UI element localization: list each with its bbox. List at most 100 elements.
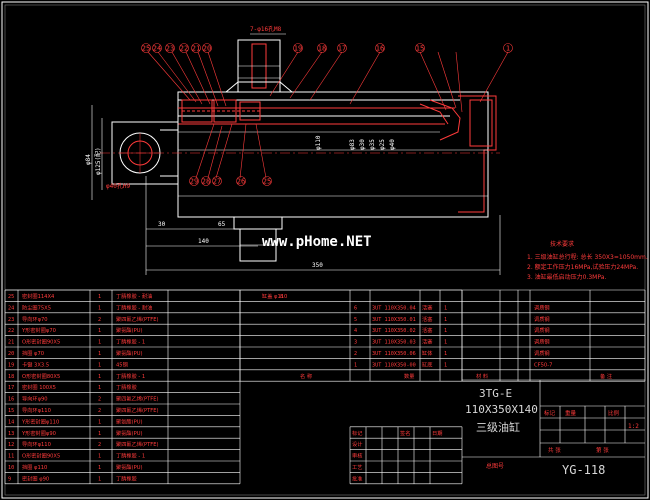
- part-name: 3UT 110X350.03: [372, 340, 416, 346]
- part-qty: 1: [98, 305, 101, 311]
- part-qty: 2: [98, 397, 101, 403]
- part-no: 2: [354, 351, 357, 357]
- drawing-code: YG-118: [562, 463, 605, 477]
- note-2: 2. 额定工作压力16MPa,试验压力24MPa.: [527, 263, 638, 271]
- part-name: 活塞: [422, 303, 432, 311]
- title-texts: 3TG-E 110X350X140 三级油缸 重量 比例 标记 1:2 共 张 …: [465, 387, 639, 477]
- part-no: 17: [8, 385, 14, 391]
- dim-65: 65: [218, 221, 226, 228]
- part-qty: 1: [98, 385, 101, 391]
- part-qty: 1: [98, 328, 101, 334]
- part-material: 丁腈橡胶 - 耐油: [116, 292, 152, 300]
- part-name: O形密封圈90X5: [22, 452, 60, 460]
- callout-23: 23: [166, 45, 174, 53]
- callout-18: 18: [318, 45, 326, 53]
- part-no: 10: [8, 465, 14, 471]
- part-qty: 2: [98, 408, 101, 414]
- leader-lines: [147, 51, 509, 179]
- dim-top: 7-φ16孔M8: [250, 25, 282, 33]
- note-1: 1. 三级油缸总行程: 总长 350X3=1050mm.: [527, 253, 648, 261]
- part-name: 活塞: [422, 315, 432, 323]
- part-no: 18: [8, 374, 14, 380]
- header-qty: 数量: [404, 372, 414, 380]
- callout-15: 15: [416, 45, 424, 53]
- bottom-callouts: 29 28 27 26 25: [189, 176, 272, 186]
- bottom-stub: [233, 216, 283, 230]
- callout-b-26: 26: [237, 178, 245, 186]
- part-qty: 1: [98, 362, 101, 368]
- header-remark: 备 注: [600, 372, 612, 380]
- callout-25: 25: [142, 45, 150, 53]
- part-material: 聚氨酯(PU): [116, 463, 143, 471]
- dim-140: 140: [198, 238, 209, 245]
- part-name: O形密封圈80X5: [22, 372, 60, 380]
- header-signature: 签名: [400, 429, 410, 437]
- dim-350: 350: [312, 262, 323, 269]
- part-qty: 1: [98, 476, 101, 482]
- part-name: 密封圈114X4: [22, 292, 55, 300]
- part-material: 调质钢: [534, 349, 550, 357]
- callout-22: 22: [180, 45, 188, 53]
- part-name: 缸盖 φ110: [262, 292, 287, 300]
- part-no: 24: [8, 305, 14, 311]
- part-no: 21: [8, 340, 14, 346]
- part-name: 3UT 110X350.02: [372, 328, 416, 334]
- part-name: Y形密封圈φ90: [21, 429, 56, 437]
- header-name: 名 称: [300, 372, 312, 380]
- part-material: 聚氨酯(PU): [116, 429, 143, 437]
- part-material: 调质钢: [534, 315, 550, 323]
- part-name: 密封圈 φ90: [22, 474, 49, 482]
- part-qty: 1: [98, 374, 101, 380]
- callout-b-29: 29: [190, 178, 198, 186]
- part-name: 3UT 110X350.01: [372, 317, 416, 323]
- callout-19: 19: [294, 45, 302, 53]
- part-name: 挡圈 φ70: [22, 349, 44, 357]
- part-no: 23: [8, 317, 14, 323]
- part-no: 25: [8, 294, 14, 300]
- header-process: 工艺: [352, 464, 362, 471]
- part-material: 丁腈橡胶: [116, 383, 137, 391]
- part-no: 16: [8, 397, 14, 403]
- part-qty: 1: [98, 465, 101, 471]
- watermark: www.pHome.NET: [262, 234, 372, 250]
- part-material: 聚四氟乙烯(PTFE): [116, 440, 159, 448]
- title-spec: 110X350X140: [465, 403, 538, 416]
- header-check: 审核: [352, 452, 362, 460]
- part-no: 5: [354, 317, 357, 323]
- part-name: 防尘圈75X5: [22, 303, 51, 311]
- part-qty: 2: [98, 442, 101, 448]
- head-flange: [458, 95, 497, 213]
- part-name: 3UT 110X350.06: [372, 351, 416, 357]
- part-material: 聚氨酯(PU): [116, 417, 143, 425]
- part-no: 14: [8, 419, 14, 425]
- callout-b-27: 27: [213, 178, 221, 186]
- part-name: 导向环φ90: [22, 395, 48, 403]
- part-material: 聚四氟乙烯(PTFE): [116, 395, 159, 403]
- callout-b-28: 28: [202, 178, 210, 186]
- title-model: 3TG-E: [479, 387, 512, 400]
- vdim-3: φ30: [359, 139, 366, 150]
- part-qty: 1: [98, 294, 101, 300]
- part-material: 丁腈橡胶 - 1: [116, 372, 145, 380]
- parts-table: [4, 289, 646, 485]
- notes-heading: 技术要求: [550, 240, 574, 248]
- callout-20: 20: [203, 45, 211, 53]
- part-qty: 1: [444, 362, 447, 368]
- drawing-inner-frame: [4, 4, 646, 496]
- dim-30: 30: [158, 221, 166, 228]
- part-name: 密封圈 100X5: [22, 383, 56, 391]
- part-no: 11: [8, 454, 14, 460]
- part-no: 9: [8, 476, 11, 482]
- part-no: 12: [8, 442, 14, 448]
- callout-b-25: 25: [263, 178, 271, 186]
- callout-16: 16: [376, 45, 384, 53]
- header-approve: 批准: [352, 474, 362, 482]
- part-no: 20: [8, 351, 14, 357]
- title-scale-label: 比例: [608, 409, 620, 417]
- part-qty: 1: [444, 328, 447, 334]
- part-no: 8: [280, 294, 283, 300]
- part-qty: 1: [98, 419, 101, 425]
- part-material: 聚四氟乙烯(PTFE): [116, 406, 159, 414]
- part-material: CF50-7: [534, 362, 552, 368]
